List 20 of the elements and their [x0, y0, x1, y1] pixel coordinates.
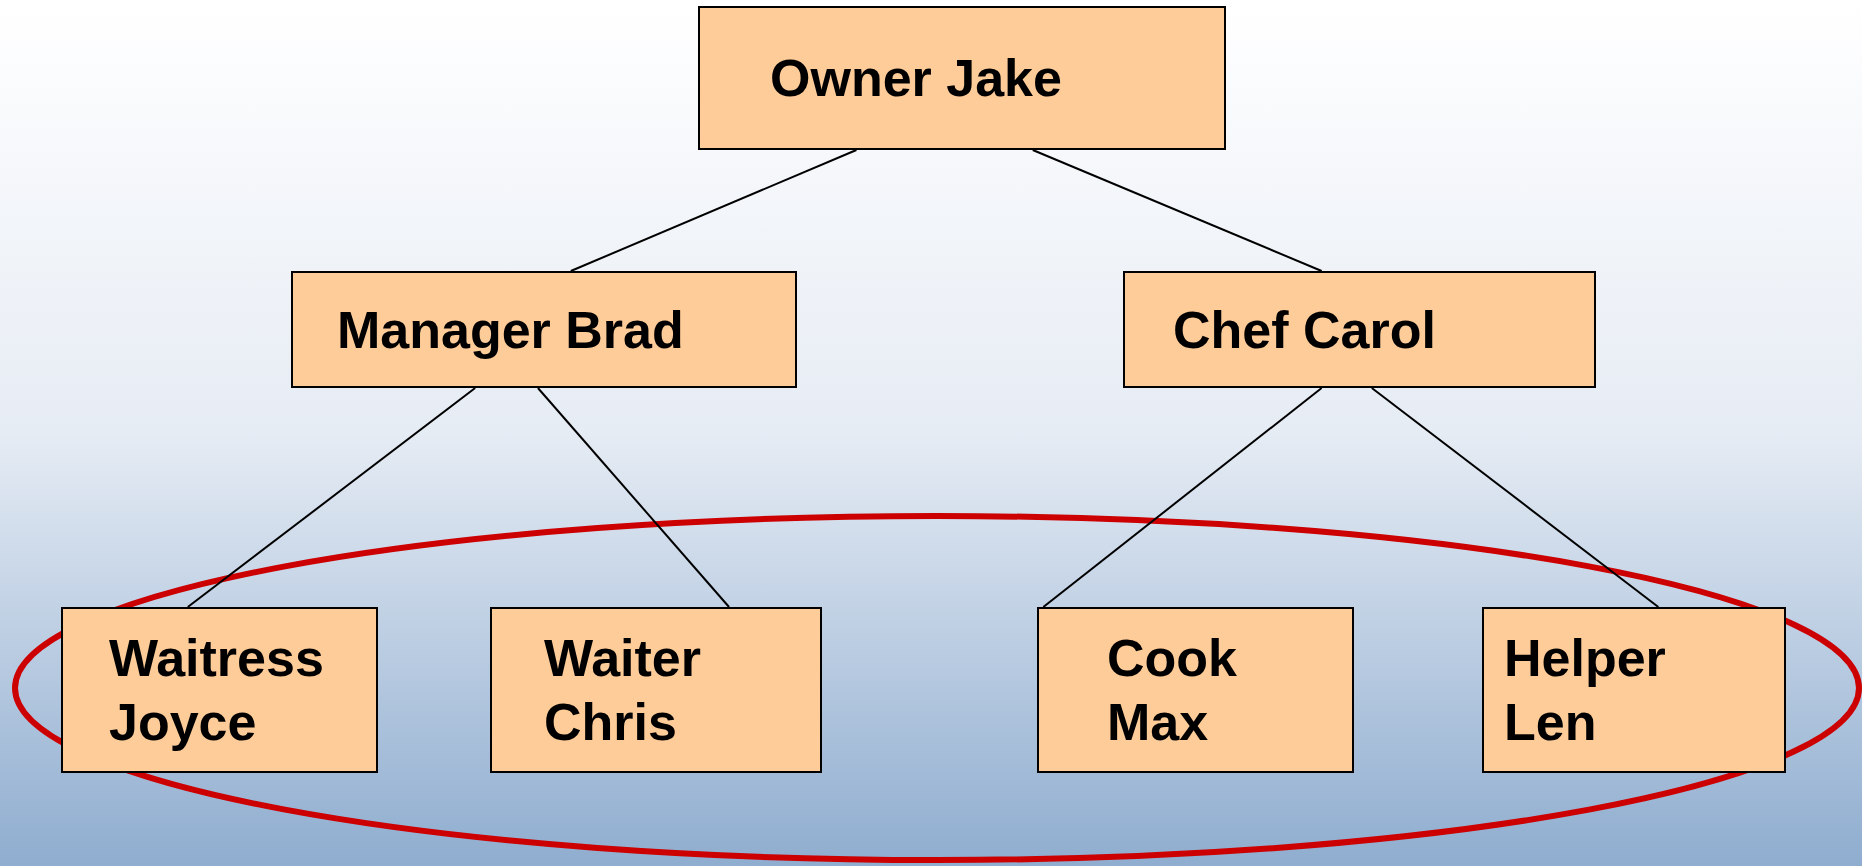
- org-box: [291, 271, 797, 388]
- role-name: Waitress Joyce: [109, 628, 324, 753]
- role-name: Helper Len: [1504, 628, 1666, 753]
- role-name: Chef Carol: [1173, 299, 1437, 361]
- org-box: [490, 607, 822, 773]
- connector-line: [1031, 149, 1323, 272]
- role-name: Waiter Chris: [544, 628, 701, 753]
- connector-line: [1370, 387, 1660, 608]
- role-name: Cook Max: [1107, 628, 1237, 753]
- org-box: [1123, 271, 1596, 388]
- org-box: [61, 607, 378, 773]
- connector-line: [186, 387, 477, 608]
- connector-line: [569, 149, 858, 272]
- role-name: Manager Brad: [337, 299, 685, 361]
- role-name: Owner Jake: [770, 48, 1063, 109]
- org-box: [1482, 607, 1786, 773]
- org-box: [698, 6, 1226, 150]
- org-box: [1037, 607, 1354, 773]
- connector-line: [536, 387, 731, 608]
- connector-line: [1042, 387, 1323, 608]
